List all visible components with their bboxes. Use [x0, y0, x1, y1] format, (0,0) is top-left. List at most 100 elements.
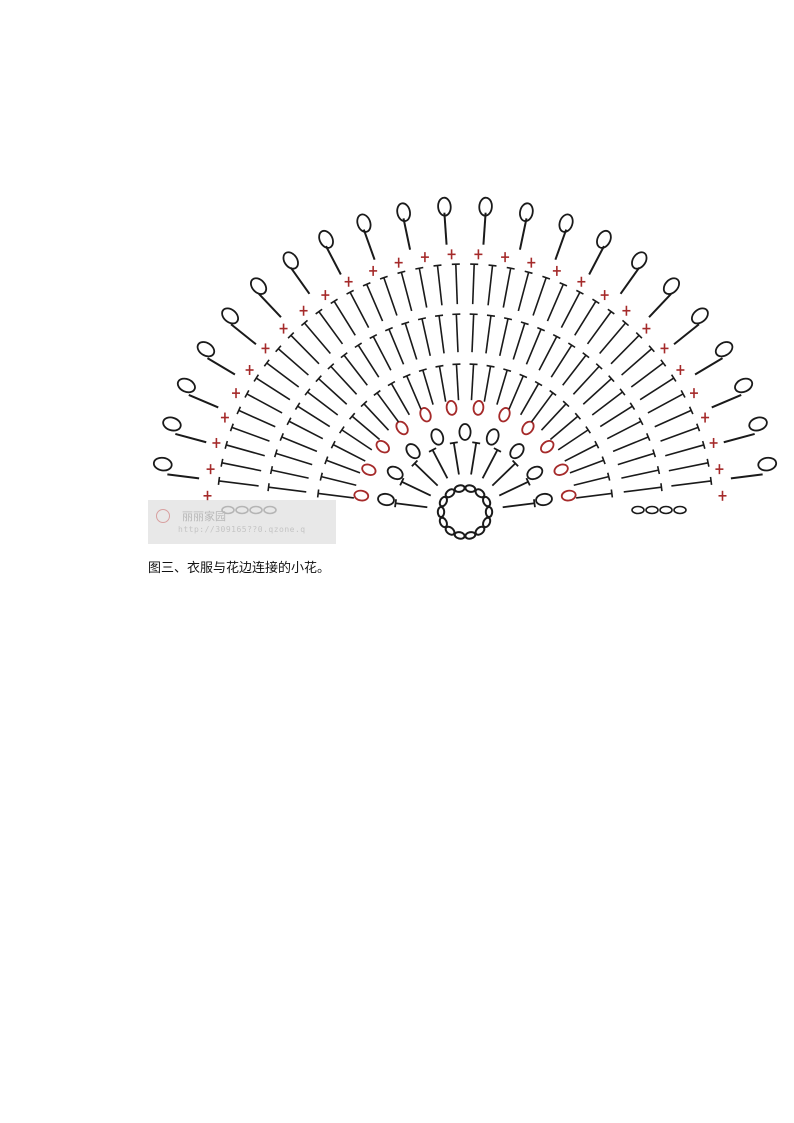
stitch-mark [238, 409, 276, 428]
stitch-mark [325, 245, 342, 275]
stitch-mark [307, 391, 339, 416]
stitch-mark [617, 452, 655, 466]
stitch-mark [550, 344, 573, 378]
stitch-cap [418, 368, 427, 373]
stitch-cap [582, 352, 590, 359]
stitch-mark [167, 473, 200, 480]
stitch-mark [404, 322, 418, 360]
stitch-mark [414, 462, 439, 487]
chain-loop [318, 229, 334, 249]
stitch-mark [546, 284, 565, 322]
stitch-mark [400, 272, 413, 312]
chain-loop [282, 251, 299, 270]
stitch-mark [491, 462, 516, 487]
stitch-mark [540, 403, 567, 431]
stitch-cap [606, 472, 611, 481]
stitch-mark [258, 293, 282, 318]
stitch-mark [388, 328, 405, 365]
stitch-mark [343, 354, 368, 386]
watermark-url: http://309165??0.qzone.q [178, 525, 306, 534]
stitch-mark [175, 432, 207, 444]
crochet-diagram [148, 190, 782, 550]
stitch-cap [330, 298, 338, 305]
chain-ring-stitch [482, 516, 492, 529]
stitch-cap [619, 388, 626, 396]
stitch-mark [275, 452, 313, 466]
chain-ring-stitch [464, 531, 477, 540]
stitch-mark [383, 277, 398, 316]
stitch-mark [586, 311, 612, 345]
stitch-mark [455, 314, 459, 353]
stitch-cap [533, 499, 536, 508]
stitch-mark [519, 383, 540, 416]
stitch-cap [520, 321, 529, 326]
stitch-mark [612, 436, 649, 453]
stitch-mark [330, 365, 358, 395]
stitch-cap [486, 314, 496, 318]
stitch-cap [660, 483, 663, 492]
chain-loop [196, 341, 216, 358]
stitch-cap [552, 333, 561, 340]
stitch-cap [709, 476, 713, 485]
base-chain [673, 505, 687, 515]
stitch-mark [517, 272, 530, 312]
chain-loop [458, 423, 472, 441]
stitch-cap [585, 426, 592, 434]
stitch-cap [267, 483, 270, 492]
stitch-mark [562, 354, 587, 386]
stitch-cap [244, 390, 250, 398]
stitch-cap [379, 275, 388, 280]
chain-loop [662, 277, 680, 295]
chain-loop [419, 407, 432, 423]
stitch-mark [363, 403, 390, 431]
stitch-mark [418, 268, 428, 308]
stitch-mark [321, 475, 357, 487]
stitch-mark [639, 377, 675, 401]
stitch-mark [231, 426, 270, 442]
chain-loop [553, 463, 569, 476]
chain-loop [386, 465, 404, 481]
stitch-cap [348, 412, 356, 420]
base-chain [645, 505, 659, 515]
stitch-mark [549, 415, 579, 441]
chain-loop [176, 377, 196, 394]
stitch-cap [300, 319, 309, 327]
stitch-mark [266, 362, 300, 388]
stitch-cap [635, 331, 643, 339]
stitch-cap [346, 289, 355, 295]
chain-loop [395, 420, 409, 436]
stitch-mark [206, 357, 236, 376]
stitch-cap [434, 314, 444, 318]
stitch-cap [503, 368, 512, 373]
stitch-cap [236, 406, 242, 415]
chain-loop [445, 399, 458, 416]
chain-ring-stitch [484, 506, 494, 518]
chain-loop [498, 407, 511, 423]
stitch-mark [673, 323, 700, 346]
stitch-cap [607, 308, 615, 315]
stitch-mark [610, 334, 640, 365]
stitch-cap [493, 447, 502, 453]
stitch-cap [511, 459, 519, 467]
chain-loop [734, 377, 754, 394]
stitch-mark [436, 265, 443, 306]
stitch-mark [668, 462, 709, 472]
stitch-mark [421, 318, 432, 356]
stitch-cap [519, 373, 528, 379]
stitch-cap [428, 447, 437, 453]
chain-loop [526, 465, 544, 481]
stitch-mark [723, 432, 755, 444]
stitch-cap [574, 412, 582, 420]
stitch-mark [318, 378, 348, 405]
chain-ring-stitch [438, 495, 448, 508]
stitch-mark [482, 212, 487, 245]
stitch-mark [564, 443, 598, 462]
chain-loop [560, 489, 577, 502]
chain-loop [356, 213, 372, 233]
stitch-cap [354, 342, 363, 349]
stitch-mark [502, 268, 512, 308]
stitch-mark [365, 284, 384, 322]
stitch-mark [623, 486, 662, 493]
stitch-cap [229, 423, 234, 432]
stitch-mark [554, 229, 568, 261]
